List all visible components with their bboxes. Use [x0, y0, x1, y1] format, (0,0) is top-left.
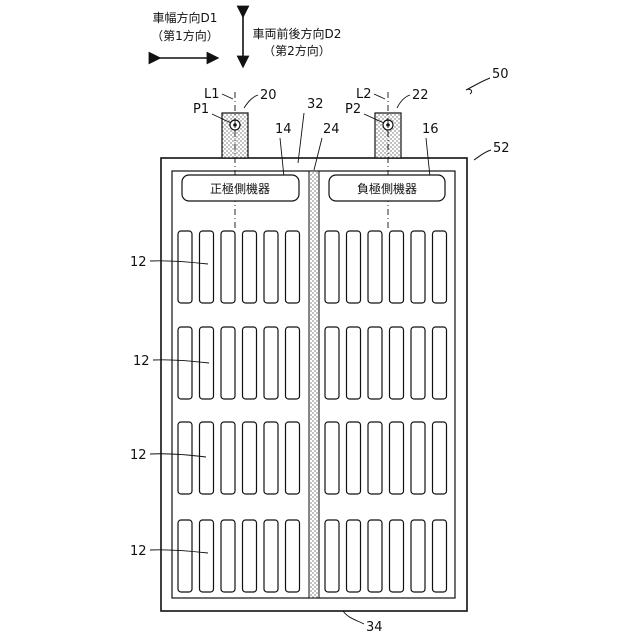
positive-device-label: 正極側機器 [210, 181, 270, 196]
battery-cell-left-r3-c2 [200, 422, 214, 494]
battery-cell-left-r4-c1 [178, 520, 192, 592]
label-l2: L2 [356, 87, 372, 102]
label-14: 14 [275, 122, 292, 137]
battery-cell-right-r4-c3 [368, 520, 382, 592]
battery-cell-left-r1-c5 [264, 231, 278, 303]
battery-cell-left-r3-c3 [221, 422, 235, 494]
battery-cell-left-r4-c6 [286, 520, 300, 592]
label-12-row1: 12 [130, 255, 147, 270]
leader-22 [397, 95, 410, 108]
ref-50-leader [466, 78, 490, 94]
label-12-row3: 12 [130, 448, 147, 463]
d2-label: 車両前後方向D2 [253, 26, 342, 41]
battery-cell-left-r3-c5 [264, 422, 278, 494]
battery-cell-left-r4-c3 [221, 520, 235, 592]
leader-20 [244, 95, 258, 108]
battery-cell-right-r2-c5 [411, 327, 425, 399]
battery-cell-left-r1-c2 [200, 231, 214, 303]
battery-cell-right-r3-c4 [390, 422, 404, 494]
battery-cell-right-r1-c1 [325, 231, 339, 303]
battery-cell-right-r2-c2 [347, 327, 361, 399]
battery-cell-right-r1-c5 [411, 231, 425, 303]
battery-cell-left-r1-c1 [178, 231, 192, 303]
battery-cell-right-r4-c5 [411, 520, 425, 592]
label-12-row4: 12 [130, 544, 147, 559]
battery-cell-left-r3-c1 [178, 422, 192, 494]
label-12-row2: 12 [133, 354, 150, 369]
d1-sublabel: （第1方向） [151, 28, 219, 43]
battery-cell-left-r4-c4 [243, 520, 257, 592]
battery-cell-left-r4-c5 [264, 520, 278, 592]
battery-cell-right-r2-c6 [433, 327, 447, 399]
battery-cell-right-r1-c6 [433, 231, 447, 303]
battery-cell-right-r1-c2 [347, 231, 361, 303]
battery-cell-right-r2-c3 [368, 327, 382, 399]
battery-cell-right-r1-c3 [368, 231, 382, 303]
leader-32 [298, 113, 304, 163]
partition-wall [309, 171, 319, 598]
battery-cell-left-r2-c1 [178, 327, 192, 399]
battery-cell-left-r2-c5 [264, 327, 278, 399]
battery-cell-right-r3-c6 [433, 422, 447, 494]
battery-cell-right-r4-c2 [347, 520, 361, 592]
battery-cell-right-r1-c4 [390, 231, 404, 303]
ref-52-leader [474, 150, 491, 160]
battery-cell-right-r3-c3 [368, 422, 382, 494]
negative-device-label: 負極側機器 [357, 181, 417, 196]
label-p2: P2 [345, 102, 361, 117]
label-22: 22 [412, 88, 429, 103]
battery-cell-right-r2-c4 [390, 327, 404, 399]
battery-cell-left-r1-c3 [221, 231, 235, 303]
d2-sublabel: （第2方向） [263, 43, 331, 58]
ref-50-label: 50 [492, 67, 509, 82]
leader-l1 [222, 94, 233, 99]
label-20: 20 [260, 88, 277, 103]
label-24: 24 [323, 122, 340, 137]
battery-cell-right-r4-c6 [433, 520, 447, 592]
battery-cell-left-r3-c6 [286, 422, 300, 494]
battery-cell-right-r2-c1 [325, 327, 339, 399]
leader-34 [343, 611, 364, 624]
battery-cell-left-r3-c4 [243, 422, 257, 494]
ref-52-label: 52 [493, 141, 510, 156]
d1-label: 車幅方向D1 [153, 10, 218, 25]
label-32: 32 [307, 97, 324, 112]
label-16: 16 [422, 122, 439, 137]
battery-cell-left-r4-c2 [200, 520, 214, 592]
battery-cell-right-r3-c2 [347, 422, 361, 494]
battery-cell-right-r3-c5 [411, 422, 425, 494]
label-l1: L1 [204, 87, 220, 102]
label-p1: P1 [193, 102, 209, 117]
battery-cell-left-r2-c4 [243, 327, 257, 399]
battery-cell-left-r2-c3 [221, 327, 235, 399]
battery-cell-left-r1-c6 [286, 231, 300, 303]
battery-cell-right-r4-c4 [390, 520, 404, 592]
label-34: 34 [366, 620, 383, 635]
battery-cell-left-r2-c6 [286, 327, 300, 399]
battery-cell-left-r1-c4 [243, 231, 257, 303]
battery-cell-right-r4-c1 [325, 520, 339, 592]
leader-l2 [374, 94, 385, 99]
battery-cell-right-r3-c1 [325, 422, 339, 494]
